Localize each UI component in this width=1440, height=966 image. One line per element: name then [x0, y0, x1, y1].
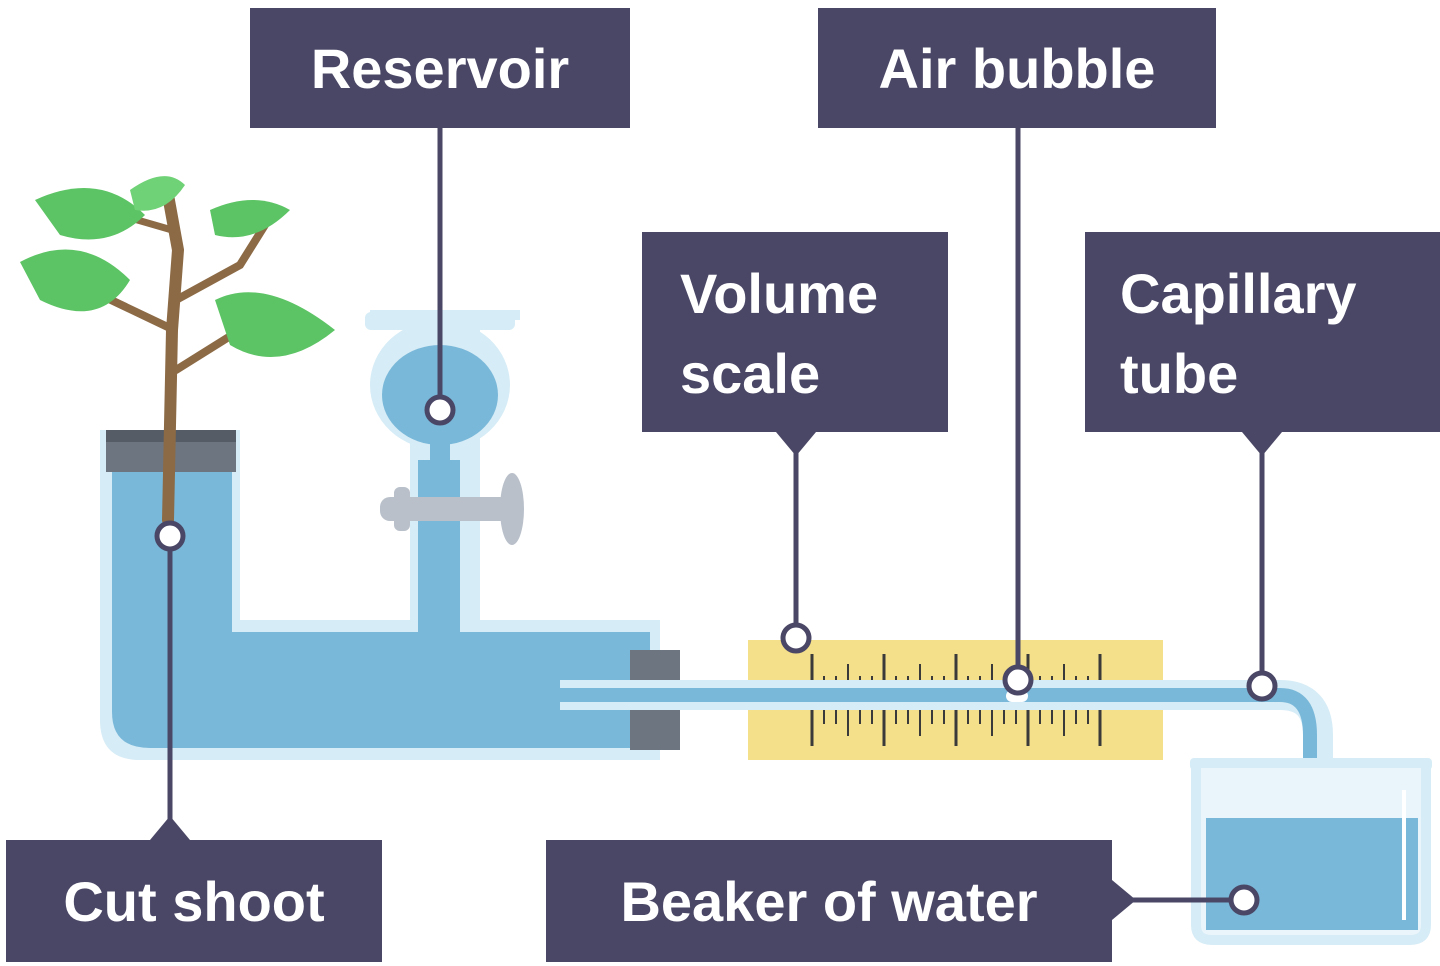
volume-scale-anchor-dot — [780, 622, 812, 654]
beaker — [1190, 758, 1432, 945]
label-volume-scale-line2: scale — [680, 342, 820, 405]
label-capillary-tube: Capillary tube — [1085, 232, 1440, 456]
beaker-anchor-dot — [1228, 884, 1260, 916]
label-air-bubble: Air bubble — [818, 8, 1216, 128]
cut-shoot-plant — [20, 176, 335, 526]
label-reservoir: Reservoir — [250, 8, 630, 128]
label-beaker-of-water: Beaker of water — [546, 840, 1136, 962]
label-reservoir-text: Reservoir — [311, 37, 569, 100]
label-beaker-of-water-text: Beaker of water — [620, 870, 1037, 933]
capillary-tube-anchor-dot — [1246, 670, 1278, 702]
leader-lines — [167, 128, 1265, 903]
label-cut-shoot: Cut shoot — [6, 816, 382, 962]
anchor-dots — [154, 394, 1278, 916]
label-volume-scale: Volume scale — [642, 232, 948, 456]
cut-shoot-anchor-dot — [154, 520, 186, 552]
label-air-bubble-text: Air bubble — [879, 37, 1156, 100]
tap — [380, 473, 524, 545]
label-volume-scale-line1: Volume — [680, 262, 878, 325]
label-cut-shoot-text: Cut shoot — [63, 870, 324, 933]
air-bubble-anchor-dot — [1002, 664, 1034, 696]
label-capillary-tube-line1: Capillary — [1120, 262, 1357, 325]
potometer-water — [112, 450, 650, 748]
reservoir-anchor-dot — [424, 394, 456, 426]
reservoir-stem-water — [430, 420, 450, 635]
label-capillary-tube-line2: tube — [1120, 342, 1238, 405]
